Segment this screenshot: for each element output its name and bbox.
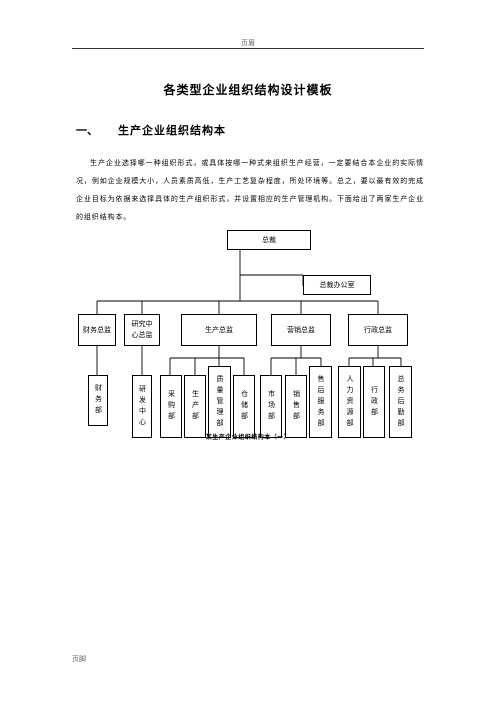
org-node-admin-director: 行政总监 — [348, 314, 408, 346]
org-node-finance-director-label: 财务总监 — [83, 325, 111, 334]
org-node-after-sales: 售后服务部 — [309, 366, 332, 438]
org-node-rnd-director-label: 研究中心总监 — [131, 320, 153, 339]
org-node-market: 市场部 — [260, 375, 282, 438]
section-title: 生产企业组织结构本 — [118, 124, 226, 137]
org-node-finance-dept-label: 财务部 — [94, 384, 103, 417]
org-node-logistics: 总务后勤部 — [389, 366, 412, 438]
org-node-finance-dept: 财务部 — [88, 375, 108, 426]
org-node-production-director: 生产总监 — [181, 314, 257, 346]
org-node-market-label: 市场部 — [267, 390, 276, 423]
org-node-warehouse: 仓储部 — [233, 375, 255, 438]
org-node-marketing-director: 营销总监 — [271, 314, 331, 346]
page-header: 页眉 — [241, 39, 255, 47]
org-node-hr-label: 人力资源部 — [346, 374, 354, 430]
org-node-finance-director: 财务总监 — [78, 314, 116, 346]
org-node-hr: 人力资源部 — [338, 366, 361, 438]
org-node-rnd-center-label: 研发中心 — [138, 384, 147, 429]
org-node-after-sales-label: 售后服务部 — [317, 374, 325, 430]
org-node-sales-label: 销售部 — [292, 390, 301, 423]
org-node-production-dept-label: 生产部 — [191, 390, 200, 423]
org-node-admin-dept: 行政部 — [363, 366, 385, 438]
org-node-purchasing: 采购部 — [160, 375, 182, 438]
org-node-ceo-office: 总裁办公室 — [303, 275, 371, 295]
org-node-rnd-center: 研发中心 — [132, 375, 152, 438]
org-node-ceo-label: 总裁 — [262, 235, 276, 244]
org-node-quality: 质量管理部 — [208, 366, 231, 438]
section-number: 一、 — [76, 124, 98, 137]
org-node-rnd-director: 研究中心总监 — [124, 314, 160, 346]
org-node-admin-director-label: 行政总监 — [364, 325, 392, 334]
org-node-quality-label: 质量管理部 — [216, 374, 224, 430]
page-footer: 页脚 — [72, 655, 86, 663]
org-node-production-dept: 生产部 — [184, 375, 206, 438]
figure-caption: 某生产企业组织结构本（一） — [205, 434, 291, 441]
org-node-ceo: 总裁 — [227, 230, 311, 250]
org-node-marketing-director-label: 营销总监 — [287, 325, 315, 334]
org-node-logistics-label: 总务后勤部 — [397, 374, 405, 430]
section-heading: 一、 生产企业组织结构本 — [76, 122, 226, 138]
org-node-admin-dept-label: 行政部 — [370, 385, 379, 419]
body-paragraph: 生产企业选择哪一种组织形式，或具体按哪一种式来组织生产经营，一定要结合本企业的实… — [76, 159, 424, 221]
document-title: 各类型企业组织结构设计模板 — [163, 83, 333, 97]
org-node-ceo-office-label: 总裁办公室 — [319, 280, 355, 289]
org-node-production-director-label: 生产总监 — [205, 325, 233, 334]
header-rule — [72, 48, 424, 49]
org-node-sales: 销售部 — [285, 375, 307, 438]
org-node-purchasing-label: 采购部 — [167, 390, 176, 423]
org-node-warehouse-label: 仓储部 — [240, 390, 249, 423]
